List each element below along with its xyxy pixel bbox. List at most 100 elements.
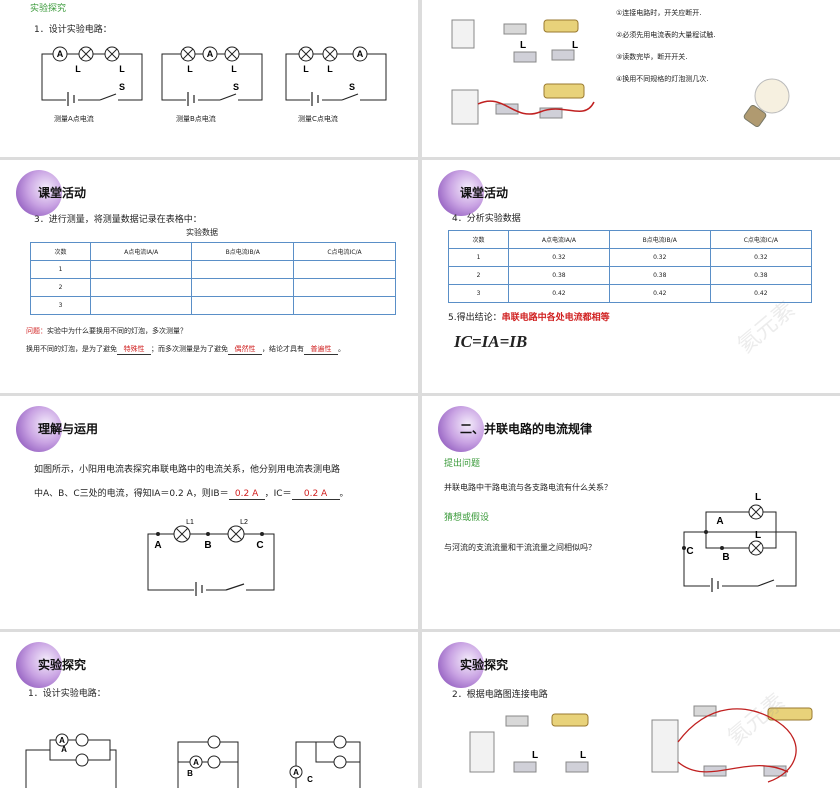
slide-connect-circuit: 实验探究 2．根据电路图连接电路 L L 氦元素 xyxy=(422,632,840,788)
data-cell[interactable] xyxy=(191,278,295,297)
conclusion-text: 串联电路中各处电流都相等 xyxy=(501,313,610,323)
svg-text:A: A xyxy=(59,736,65,745)
slide-title: 二、并联电路的电流规律 xyxy=(460,422,593,436)
svg-text:S: S xyxy=(349,82,355,92)
slide-title: 课堂活动 xyxy=(38,186,87,200)
note-4: ④换用不同规格的灯泡测几次. xyxy=(616,75,709,83)
table-cell: 0.38 xyxy=(608,266,711,285)
table-cell: 0.42 xyxy=(709,284,813,303)
title-badge xyxy=(16,406,62,452)
hypothesis-text: 与河流的支流流量和干流流量之间相似吗？ xyxy=(444,543,596,552)
header-cell: A点电流IA/A xyxy=(508,230,610,249)
answer-text: ，结论才具有 xyxy=(262,345,304,353)
svg-text:A: A xyxy=(293,768,299,777)
data-table-empty: 次数 A点电流IA/A B点电流IB/A C点电流IC/A 1 2 3 xyxy=(30,242,396,315)
table-cell: 0.32 xyxy=(709,248,813,267)
svg-text:L: L xyxy=(231,64,237,74)
note-3: ③读数完毕，断开开关. xyxy=(616,53,688,61)
slide-title: 理解与运用 xyxy=(38,422,99,436)
svg-text:L: L xyxy=(520,40,526,51)
data-cell[interactable] xyxy=(191,296,295,315)
header-cell: 次数 xyxy=(448,230,509,249)
label-c: C xyxy=(256,540,263,551)
question-line: 问题：实验中为什么要换用不同的灯泡，多次测量？ xyxy=(26,326,187,336)
header-cell: 次数 xyxy=(30,242,91,261)
header-cell: A点电流IA/A xyxy=(89,242,193,261)
data-cell[interactable] xyxy=(89,260,193,279)
table-cell: 0.42 xyxy=(508,284,610,303)
conclusion-label: 5.得出结论： xyxy=(448,313,502,323)
title-badge xyxy=(16,642,62,688)
row-index: 3 xyxy=(30,296,91,315)
step-text: 3．进行测量，将测量数据记录在表格中： xyxy=(34,215,202,225)
subheading-hypothesis: 猜想或假设 xyxy=(444,513,490,523)
data-cell[interactable] xyxy=(191,260,295,279)
data-cell[interactable] xyxy=(89,278,193,297)
row-index: 2 xyxy=(30,278,91,297)
question-text: 并联电路中干路电流与各支路电流有什么关系？ xyxy=(444,483,612,492)
header-cell: B点电流IB/A xyxy=(608,230,711,249)
parallel-circuit-diagram: A B C L L xyxy=(682,492,797,592)
header-cell: C点电流IC/A xyxy=(293,242,396,261)
title-badge xyxy=(438,170,484,216)
table-cell: 3 xyxy=(448,284,509,303)
table-cell: 1 xyxy=(448,248,509,267)
blank-2: 偶然性 xyxy=(228,344,262,355)
table-cell: 0.38 xyxy=(709,266,813,285)
slide-title: 实验探究 xyxy=(460,658,509,672)
question-text: 实验中为什么要换用不同的灯泡，多次测量？ xyxy=(47,327,187,335)
slide-title: 课堂活动 xyxy=(460,186,509,200)
svg-text:L: L xyxy=(75,64,81,74)
svg-text:L: L xyxy=(755,530,761,541)
question-label: 问题： xyxy=(26,327,47,335)
svg-text:B: B xyxy=(722,552,729,563)
data-cell[interactable] xyxy=(89,296,193,315)
problem-line-1: 如图所示，小阳用电流表探究串联电路中的电流关系，他分别用电流表测电路 xyxy=(34,465,341,475)
title-badge xyxy=(16,170,62,216)
data-cell[interactable] xyxy=(293,296,396,315)
step-text: 4．分析实验数据 xyxy=(452,214,521,224)
notes-list: ①连接电路时，开关应断开. ②必须先用电流表的大量程试触. ③读数完毕，断开开关… xyxy=(616,2,716,90)
apparatus-picture-left: L L xyxy=(469,713,589,773)
label-a: A xyxy=(154,540,161,551)
blank-3: 普遍性 xyxy=(304,344,338,355)
slide-title: 实验探究 xyxy=(38,658,87,672)
table-caption: 实验数据 xyxy=(186,228,218,237)
step-text: 2．根据电路图连接电路 xyxy=(452,690,548,700)
caption-b: 测量B点电流 xyxy=(176,115,216,123)
step-text: 1．设计实验电路： xyxy=(34,25,112,35)
svg-text:L: L xyxy=(580,750,586,761)
slide-record-data: 课堂活动 3．进行测量，将测量数据记录在表格中： 实验数据 次数 A点电流IA/… xyxy=(0,160,418,393)
svg-text:A: A xyxy=(193,758,199,767)
slide-understand-apply: 理解与运用 如图所示，小阳用电流表探究串联电路中的电流关系，他分别用电流表测电路… xyxy=(0,396,418,629)
problem-text: 。 xyxy=(339,489,349,499)
label-b: B xyxy=(204,540,211,551)
table-cell: 0.32 xyxy=(608,248,711,267)
series-circuit-diagram: A B C L1 L2 xyxy=(147,519,275,596)
subheading-question: 提出问题 xyxy=(444,459,481,469)
svg-text:L: L xyxy=(755,492,761,503)
data-cell[interactable] xyxy=(293,260,396,279)
title-badge xyxy=(438,642,484,688)
svg-text:L: L xyxy=(572,40,578,51)
slide-experiment-notes: L L ①连接电路时，开关应断开. ②必须先用电流表的大量程试触. ③读数完毕，… xyxy=(422,0,840,157)
table-cell: 0.32 xyxy=(508,248,610,267)
svg-text:A: A xyxy=(716,516,723,527)
blank-ib: 0.2 A xyxy=(228,489,265,500)
svg-text:A: A xyxy=(61,745,67,754)
slide-parallel-current: 二、并联电路的电流规律 提出问题 并联电路中干路电流与各支路电流有什么关系？ 猜… xyxy=(422,396,840,629)
header-cell: C点电流IC/A xyxy=(709,230,813,249)
apparatus-picture: L L xyxy=(451,19,595,125)
svg-text:A: A xyxy=(207,49,214,59)
svg-text:L: L xyxy=(187,64,193,74)
problem-line-2: 中A、B、C三处的电流，得知IA＝0.2 A，则IB＝0.2 A，IC＝0.2 … xyxy=(34,486,349,500)
data-cell[interactable] xyxy=(293,278,396,297)
section-heading: 实验探究 xyxy=(30,4,67,14)
svg-text:A: A xyxy=(57,49,64,59)
apparatus-picture-right xyxy=(651,705,813,783)
table-cell: 0.42 xyxy=(608,284,711,303)
answer-text: ；而多次测量是为了避免 xyxy=(151,345,228,353)
